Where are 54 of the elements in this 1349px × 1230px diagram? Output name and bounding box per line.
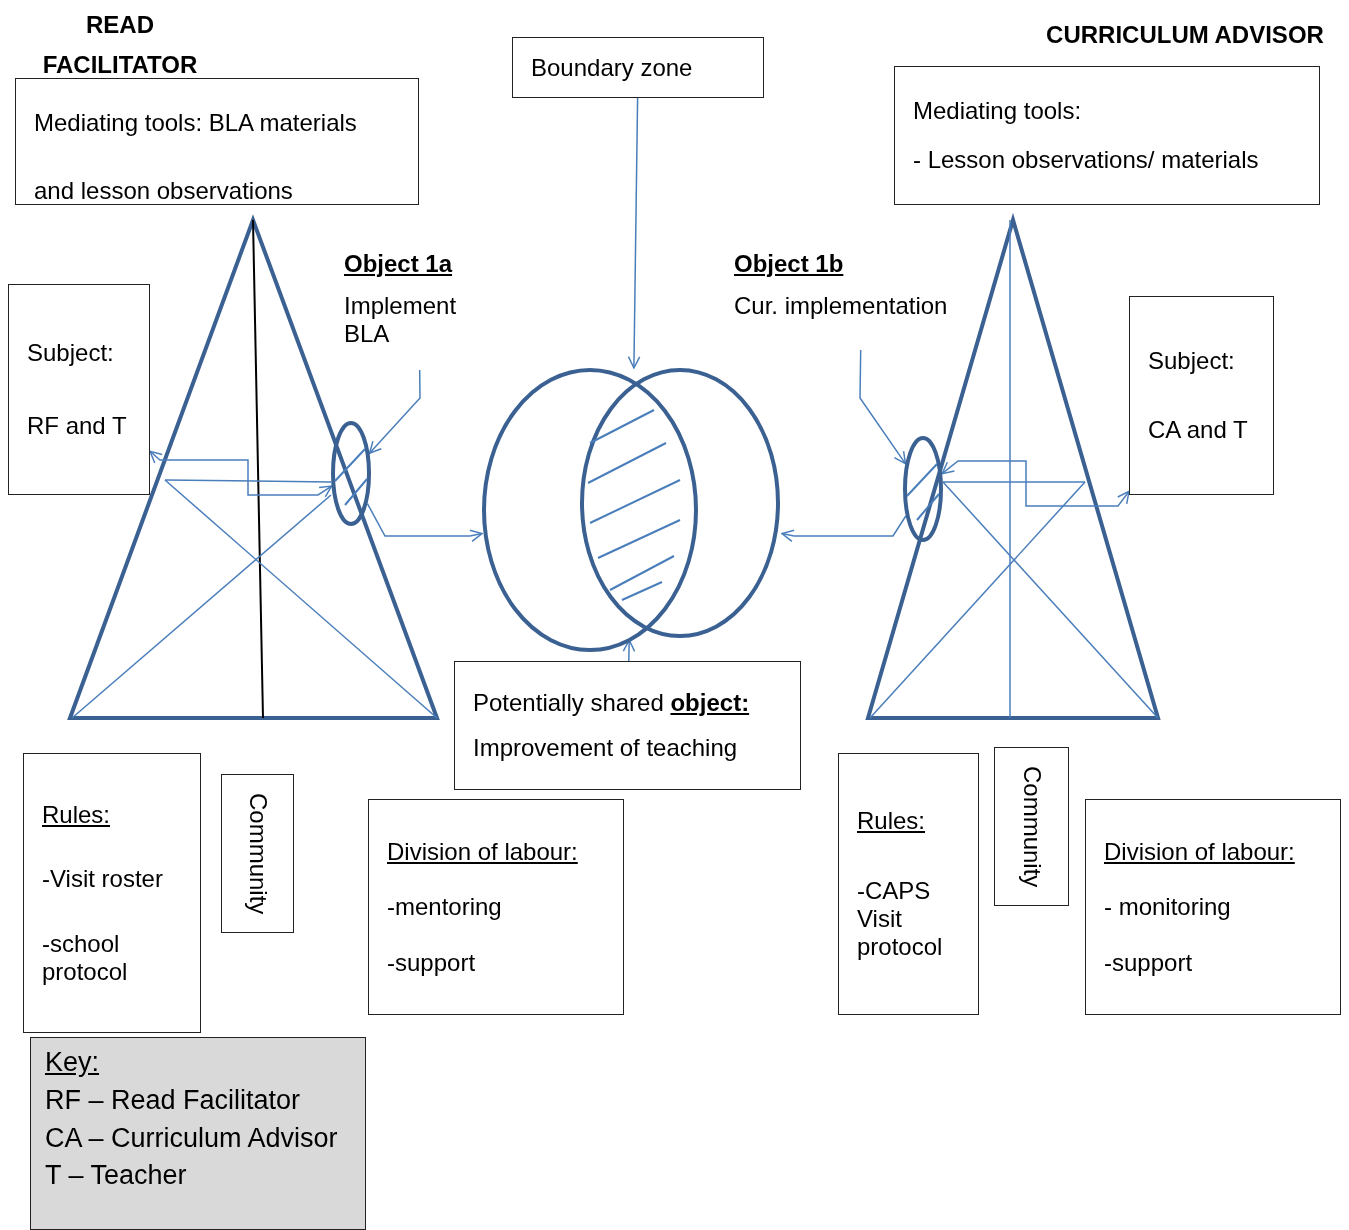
arrow xyxy=(149,450,333,498)
box-text: Boundary zone xyxy=(531,53,694,82)
list-item: -support xyxy=(387,948,477,977)
list-item: -school protocol xyxy=(42,929,129,986)
box-text: CA and T xyxy=(1148,415,1249,444)
text-box xyxy=(368,799,624,1015)
object-heading: Object 1b xyxy=(734,250,845,278)
text-box xyxy=(512,37,764,98)
box-heading: Potentially shared object: xyxy=(473,689,751,717)
key-box xyxy=(30,1037,366,1230)
heading: CURRICULUM ADVISOR xyxy=(1045,20,1325,50)
list-item: - monitoring xyxy=(1104,893,1232,921)
box-heading: Subject: xyxy=(27,339,115,368)
box-text: - Lesson observations/ materials xyxy=(913,145,1260,174)
text-box xyxy=(15,78,419,205)
box-heading: Subject: xyxy=(1148,347,1236,376)
key-heading: Key: xyxy=(45,1046,101,1079)
heading: READ FACILITATOR xyxy=(41,10,199,80)
text-box xyxy=(1129,296,1274,495)
box-heading: Rules: xyxy=(42,800,112,829)
text-box xyxy=(994,747,1069,906)
list-item: -CAPS Visit protocol xyxy=(857,877,944,962)
object-text: Cur. implementation xyxy=(734,292,949,320)
text-box xyxy=(838,753,979,1015)
box-heading: Division of labour: xyxy=(387,837,579,866)
list-item: -support xyxy=(1104,948,1194,977)
arrow xyxy=(368,369,421,455)
list-item: -mentoring xyxy=(387,893,503,921)
text-box xyxy=(454,661,801,790)
box-text: Mediating tools: BLA materials and lesson observations xyxy=(34,108,358,206)
arrow xyxy=(622,639,636,662)
text-box xyxy=(8,284,150,495)
key-entry: T – Teacher xyxy=(45,1159,188,1193)
box-heading: Division of labour: xyxy=(1104,837,1296,866)
box-heading: Rules: xyxy=(857,806,927,835)
arrow xyxy=(627,97,641,369)
object-heading: Object 1a xyxy=(344,250,454,278)
object-text: Implement BLA xyxy=(344,292,458,348)
arrow xyxy=(781,515,907,543)
box-text: RF and T xyxy=(27,411,128,440)
arrow xyxy=(366,502,483,543)
key-entry: RF – Read Facilitator xyxy=(45,1083,302,1117)
key-entry: CA – Curriculum Advisor xyxy=(45,1121,339,1155)
text-box xyxy=(1085,799,1341,1015)
arrow xyxy=(859,349,907,465)
text-box xyxy=(221,774,294,933)
box-heading: Mediating tools: xyxy=(913,97,1083,126)
list-item: -Visit roster xyxy=(42,865,164,893)
box-text: Improvement of teaching xyxy=(473,734,739,762)
arrow xyxy=(941,460,1130,507)
box-text: Community xyxy=(243,792,272,915)
box-text: Community xyxy=(1017,765,1046,888)
text-box xyxy=(894,66,1320,205)
text-box xyxy=(23,753,201,1033)
